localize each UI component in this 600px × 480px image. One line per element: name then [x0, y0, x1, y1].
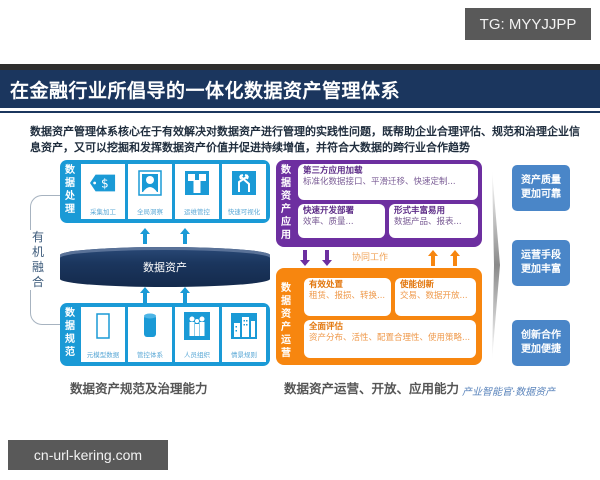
person-portrait-icon — [137, 170, 163, 196]
up-arrow-icon — [140, 228, 150, 244]
transfer-arrows-icon — [231, 170, 257, 196]
result-innovation: 创新合作 更加便捷 — [512, 320, 570, 366]
up-arrow-icon — [180, 287, 190, 303]
card-third-party-loading: 第三方应用加载 标准化数据接口、平滑迁移、快速定制... — [298, 164, 478, 200]
card-full-assessment: 全面评估 资产分布、活性、配置合理性、使用策略... — [304, 320, 476, 358]
card-effective-disposal: 有效处置 租赁、报损、转换... — [304, 278, 391, 316]
application-label: 数据资产应用 — [281, 165, 291, 241]
data-asset-operation-box: 数据资产运营 有效处置 租赁、报损、转换... 使能创新 交易、数据开放... … — [276, 268, 482, 365]
tile-collect-process: $ 采集加工 — [81, 164, 125, 219]
tile-metamodel-data: 元模型数据 — [81, 307, 125, 362]
collaboration-label: 协同工作 — [352, 253, 389, 263]
data-asset-cylinder: 数据资产 — [60, 247, 270, 287]
up-arrow-icon — [140, 287, 150, 303]
tile-control-system: 管控体系 — [128, 307, 172, 362]
price-tag-icon: $ — [90, 170, 116, 196]
card-enable-innovation: 使能创新 交易、数据开放... — [395, 278, 476, 316]
card-fast-deployment: 快速开发部署 效率、质量... — [298, 204, 385, 238]
card-rich-forms: 形式丰富易用 数据产品、报表... — [389, 204, 478, 238]
cylinder-icon — [137, 313, 163, 339]
data-processing-box: 数据处理 $ 采集加工 全局洞察 运维管控 快速可视化 — [60, 160, 270, 223]
tile-quick-visualize: 快速可视化 — [222, 164, 266, 219]
left-caption: 数据资产规范及治理能力 — [70, 381, 208, 396]
merge-label: 有机融合 — [30, 230, 46, 290]
tile-ops-control: 运维管控 — [175, 164, 219, 219]
tile-global-insight: 全局洞察 — [128, 164, 172, 219]
data-asset-application-box: 数据资产应用 第三方应用加载 标准化数据接口、平滑迁移、快速定制... 快速开发… — [276, 160, 482, 247]
operation-label: 数据资产运营 — [281, 283, 291, 359]
url-watermark-badge: cn-url-kering.com — [8, 440, 168, 470]
up-arrow-icon — [450, 250, 460, 266]
intro-text: 数据资产管理体系核心在于有效解决对数据资产进行管理的实践性问题，既帮助企业合理评… — [30, 125, 580, 154]
data-standards-label: 数据规范 — [65, 308, 75, 358]
cubes-icon — [184, 170, 210, 196]
up-arrow-icon — [428, 250, 438, 266]
up-arrow-icon — [180, 228, 190, 244]
chevron-right-icon — [492, 170, 500, 360]
middle-caption: 数据资产运营、开放、应用能力 — [284, 381, 460, 396]
result-operations: 运营手段 更加丰富 — [512, 240, 570, 286]
svg-text:$: $ — [101, 177, 109, 191]
buildings-icon — [231, 313, 257, 339]
tile-scenario-rules: 情景规则 — [222, 307, 266, 362]
data-processing-label: 数据处理 — [65, 165, 75, 215]
title-divider-dark — [0, 111, 600, 113]
down-arrow-icon — [300, 250, 310, 266]
watermark-logo: 产业智能官·数据资产 — [462, 387, 556, 398]
slide-top-bar — [0, 64, 600, 70]
tg-watermark-badge: TG: MYYJJPP — [465, 8, 591, 40]
people-icon — [184, 312, 210, 340]
data-standards-box: 数据规范 元模型数据 管控体系 人员组织 情景规则 — [60, 303, 270, 366]
title-divider — [0, 108, 600, 111]
slide-title: 在金融行业所倡导的一体化数据资产管理体系 — [0, 70, 600, 108]
down-arrow-icon — [322, 250, 332, 266]
result-quality: 资产质量 更加可靠 — [512, 165, 570, 211]
tile-personnel-org: 人员组织 — [175, 307, 219, 362]
document-icon — [90, 313, 116, 339]
